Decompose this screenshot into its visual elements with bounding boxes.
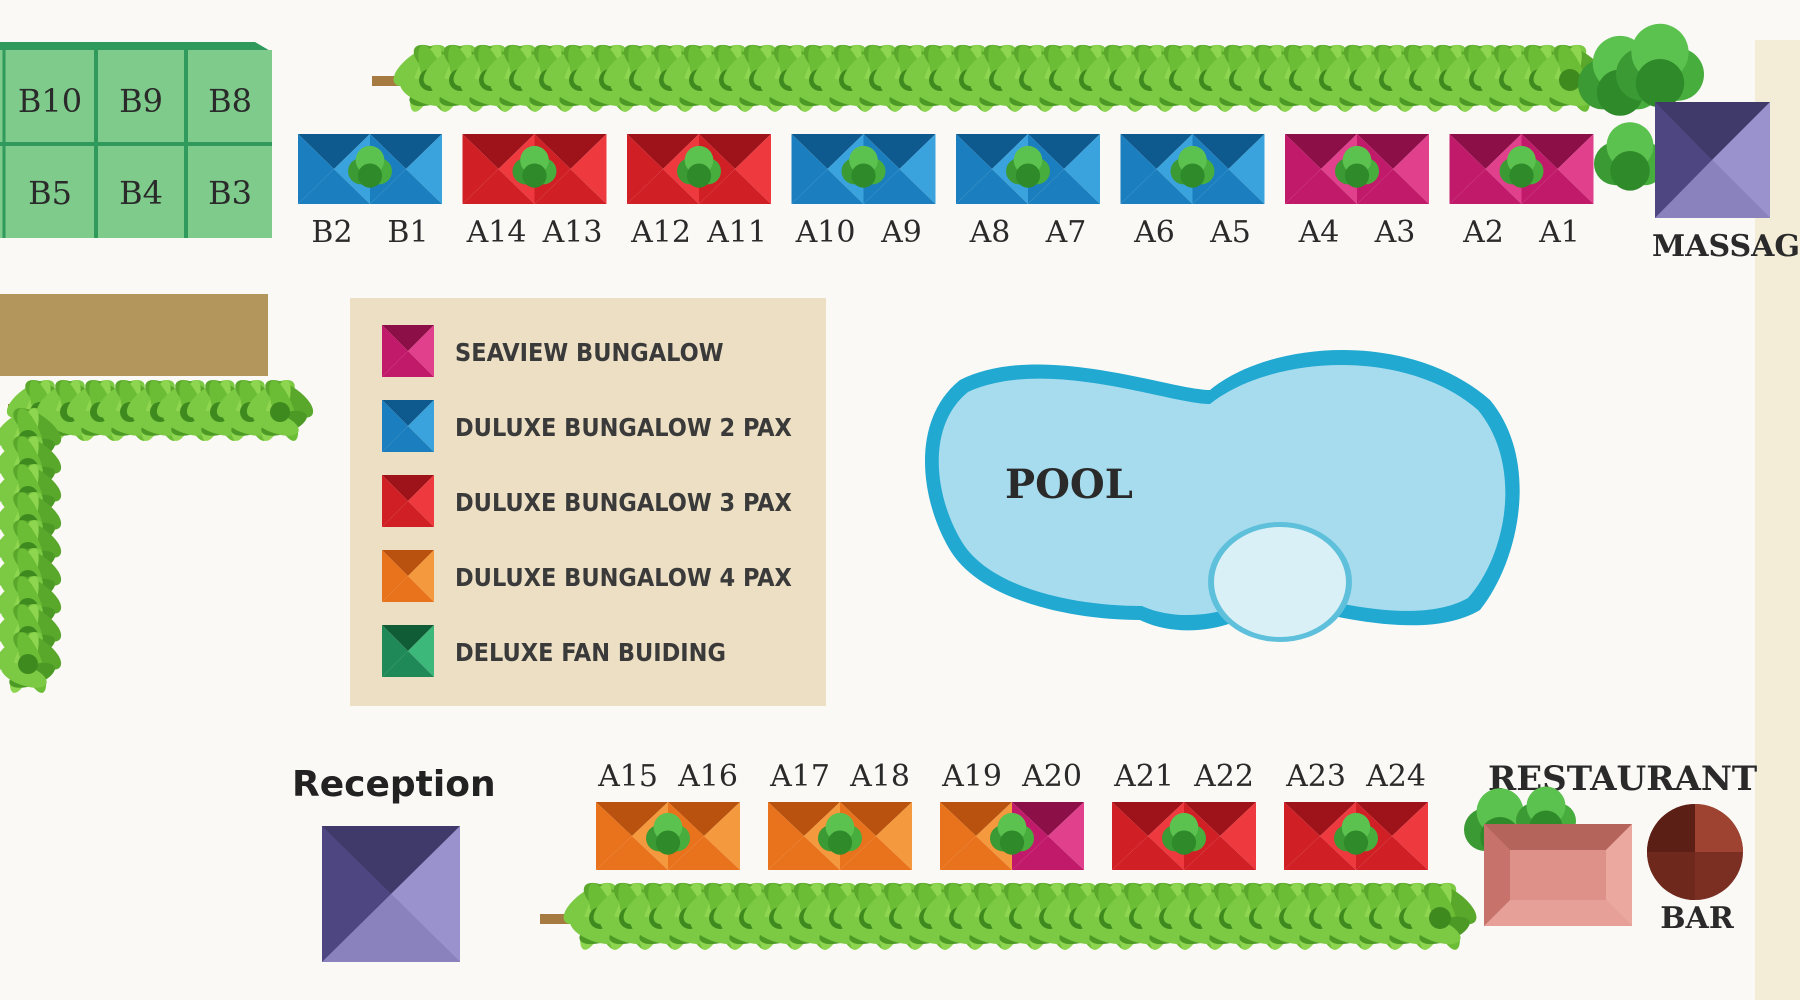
pool: POOL [925,350,1520,642]
bar-label: BAR [1660,901,1735,936]
legend-item: DELUXE FAN BUIDING [382,625,726,677]
legend-item: SEAVIEW BUNGALOW [382,325,724,377]
room-label-A12: A12 [630,215,691,250]
room-label-B2: B2 [311,215,352,250]
legend-item: DULUXE BUNGALOW 3 PAX [382,475,792,527]
top-palm-row [372,37,1613,116]
room-label-A13: A13 [542,215,603,250]
massage-building: MASSAG [1578,23,1800,264]
bungalow-pair: A17 A18 [768,759,912,870]
bungalow-pair: A4 A3 [1285,134,1429,250]
bungalow-pair: A10 A9 [791,134,936,250]
legend: SEAVIEW BUNGALOW DULUXE BUNGALOW 2 PAX DUL… [350,298,826,706]
legend-item: DULUXE BUNGALOW 2 PAX [382,400,792,452]
bar-building: BAR [1647,804,1743,936]
bungalow-pair: A15 A16 [596,759,740,870]
room-label-A2: A2 [1462,215,1504,250]
reception-label: Reception [292,764,496,805]
room-label-A3: A3 [1374,215,1416,250]
room-label-B3: B3 [208,174,252,212]
restaurant-building: RESTAURANT [1464,759,1757,926]
massage-label: MASSAG [1652,229,1800,264]
bungalow-pair: A21 A22 [1112,759,1256,870]
legend-swatch [382,625,434,677]
room-label-A11: A11 [706,215,767,250]
legend-label: DULUXE BUNGALOW 4 PAX [455,563,792,592]
room-label-A10: A10 [795,215,856,250]
room-label-B9: B9 [119,82,163,120]
bungalow-pair: A12 A11 [627,134,771,250]
walkway [0,294,268,376]
legend-label: SEAVIEW BUNGALOW [455,338,724,367]
room-label-A14: A14 [466,215,527,250]
left-palm-row [0,373,319,697]
room-label-B4: B4 [119,174,163,212]
legend-label: DULUXE BUNGALOW 3 PAX [455,488,792,517]
bungalow-pair: B2 B1 [298,134,442,250]
reception-building: Reception [292,764,496,962]
room-label-A8: A8 [969,215,1011,250]
room-label-A9: A9 [880,215,922,250]
bungalow-pair: A19 A20 [940,759,1084,870]
room-label-B1: B1 [387,215,428,250]
room-label-A20: A20 [1021,759,1082,794]
bottom-bungalow-row: A15 A16 A17 A18 A19 A20 A21 A22 A23 A24 [596,759,1428,870]
deluxe-fan-building: B10 B9 B8 B5 B4 B3 [0,42,272,238]
room-label-A22: A22 [1193,759,1254,794]
bungalow-pair: A8 A7 [956,134,1100,250]
room-label-A1: A1 [1538,215,1580,250]
legend-swatch [382,550,434,602]
room-label-A5: A5 [1209,215,1251,250]
room-label-A19: A19 [941,759,1002,794]
legend-item: DULUXE BUNGALOW 4 PAX [382,550,792,602]
room-label-A23: A23 [1285,759,1346,794]
bungalow-pair: A14 A13 [462,134,607,250]
legend-label: DULUXE BUNGALOW 2 PAX [455,413,792,442]
bungalow-pair: A6 A5 [1120,134,1265,250]
room-label-B8: B8 [208,82,252,120]
room-label-A4: A4 [1298,215,1340,250]
room-label-A21: A21 [1113,759,1174,794]
bungalow-pair: A2 A1 [1449,134,1594,250]
room-label-B5: B5 [28,174,72,212]
room-label-A6: A6 [1133,215,1175,250]
bungalow-A7 [1028,134,1100,204]
room-label-A15: A15 [597,759,658,794]
room-label-A7: A7 [1045,215,1087,250]
room-label-A24: A24 [1365,759,1426,794]
legend-label: DELUXE FAN BUIDING [455,638,726,667]
restaurant-label: RESTAURANT [1488,759,1757,799]
legend-swatch [382,400,434,452]
room-label-A16: A16 [677,759,738,794]
top-bungalow-row: B2 B1 A14 A13 A12 A11 A10 A9 A8 A7 A6 A5 A4 A3 A2 A1 [298,134,1594,250]
legend-swatch [382,475,434,527]
room-label-A17: A17 [769,759,830,794]
room-label-A18: A18 [849,759,910,794]
bottom-palm-row [540,875,1483,954]
bungalow-pair: A23 A24 [1284,759,1428,870]
pool-label: POOL [1005,461,1133,508]
legend-swatch [382,325,434,377]
room-label-B10: B10 [18,82,82,120]
